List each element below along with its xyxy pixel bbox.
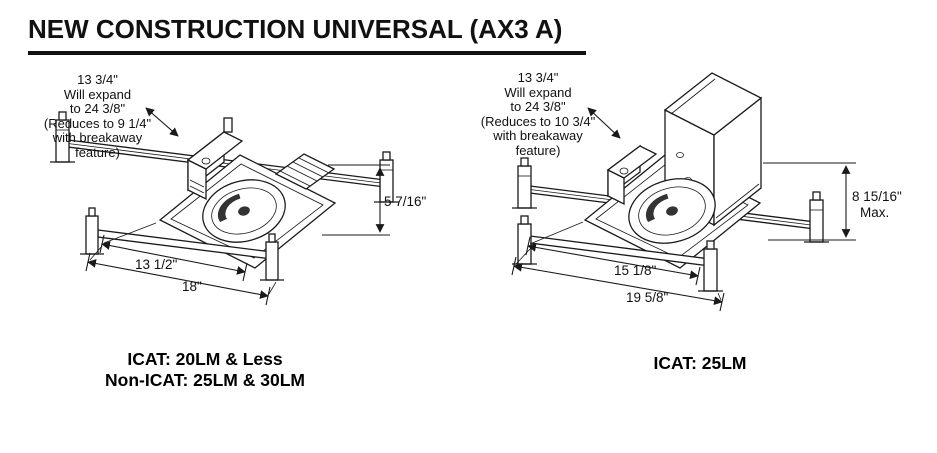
note-line: with breakaway: [52, 130, 143, 145]
right-height-dimension-suffix: Max.: [860, 205, 890, 220]
height-dimension-arrow: [322, 164, 390, 236]
driver-box: [663, 72, 763, 227]
title-underline: NEW CONSTRUCTION UNIVERSAL (AX3 A): [28, 14, 586, 55]
height-dimension-arrow: [763, 162, 856, 241]
width-dimension-arrows: [511, 221, 725, 312]
left-outer-width-dimension-label: 18": [182, 279, 202, 294]
note-line: Will expand: [504, 84, 572, 100]
left-expansion-note: 13 3/4" Will expand to 24 3/8" (Reduces …: [30, 72, 165, 160]
caption-line: ICAT: 20LM & Less: [127, 349, 283, 369]
nail-bracket-left: [50, 111, 75, 163]
note-line: with breakaway: [493, 128, 583, 143]
caption-line: ICAT: 25LM: [653, 353, 747, 373]
right-caption: ICAT: 25LM: [555, 353, 845, 374]
note-line: (Reduces to 10 3/4": [480, 113, 596, 129]
page-title: NEW CONSTRUCTION UNIVERSAL (AX3 A): [28, 14, 563, 44]
right-expansion-note: 13 3/4" Will expand to 24 3/8" (Reduces …: [468, 70, 608, 158]
junction-box: [606, 144, 658, 206]
nail-bracket-front-right: [260, 233, 284, 281]
note-line: Will expand: [63, 86, 132, 102]
flange-plate: [274, 153, 336, 190]
nail-bracket-right: [804, 191, 829, 243]
left-inner-width-dimension-label: 13 1/2": [135, 257, 178, 272]
note-line: feature): [75, 144, 120, 160]
left-height-dimension-label: 5 7/16": [384, 194, 427, 209]
note-line: feature): [515, 142, 561, 158]
left-caption: ICAT: 20LM & Less Non-ICAT: 25LM & 30LM: [40, 349, 370, 391]
note-line: 13 3/4": [517, 70, 559, 85]
left-housing-drawing: [50, 107, 399, 306]
aperture-ring: [628, 178, 716, 244]
note-line: to 24 3/8": [69, 101, 126, 116]
nail-bracket-left: [512, 157, 537, 209]
note-line: to 24 3/8": [510, 99, 566, 114]
junction-box: [186, 117, 244, 201]
nail-bracket-front-left: [80, 207, 104, 255]
right-outer-width-dimension-label: 19 5/8": [626, 290, 669, 305]
right-inner-width-dimension-label: 15 1/8": [614, 263, 657, 278]
aperture-ring: [202, 179, 286, 243]
expansion-arrow: [145, 107, 179, 137]
caption-line: Non-ICAT: 25LM & 30LM: [105, 370, 305, 390]
expansion-arrow: [587, 107, 621, 139]
note-line: (Reduces to 9 1/4": [43, 115, 152, 131]
width-dimension-arrows: [85, 222, 277, 306]
note-line: 13 3/4": [77, 72, 118, 87]
right-housing-drawing: [511, 72, 856, 312]
right-height-dimension-label: 8 15/16": [852, 189, 902, 204]
